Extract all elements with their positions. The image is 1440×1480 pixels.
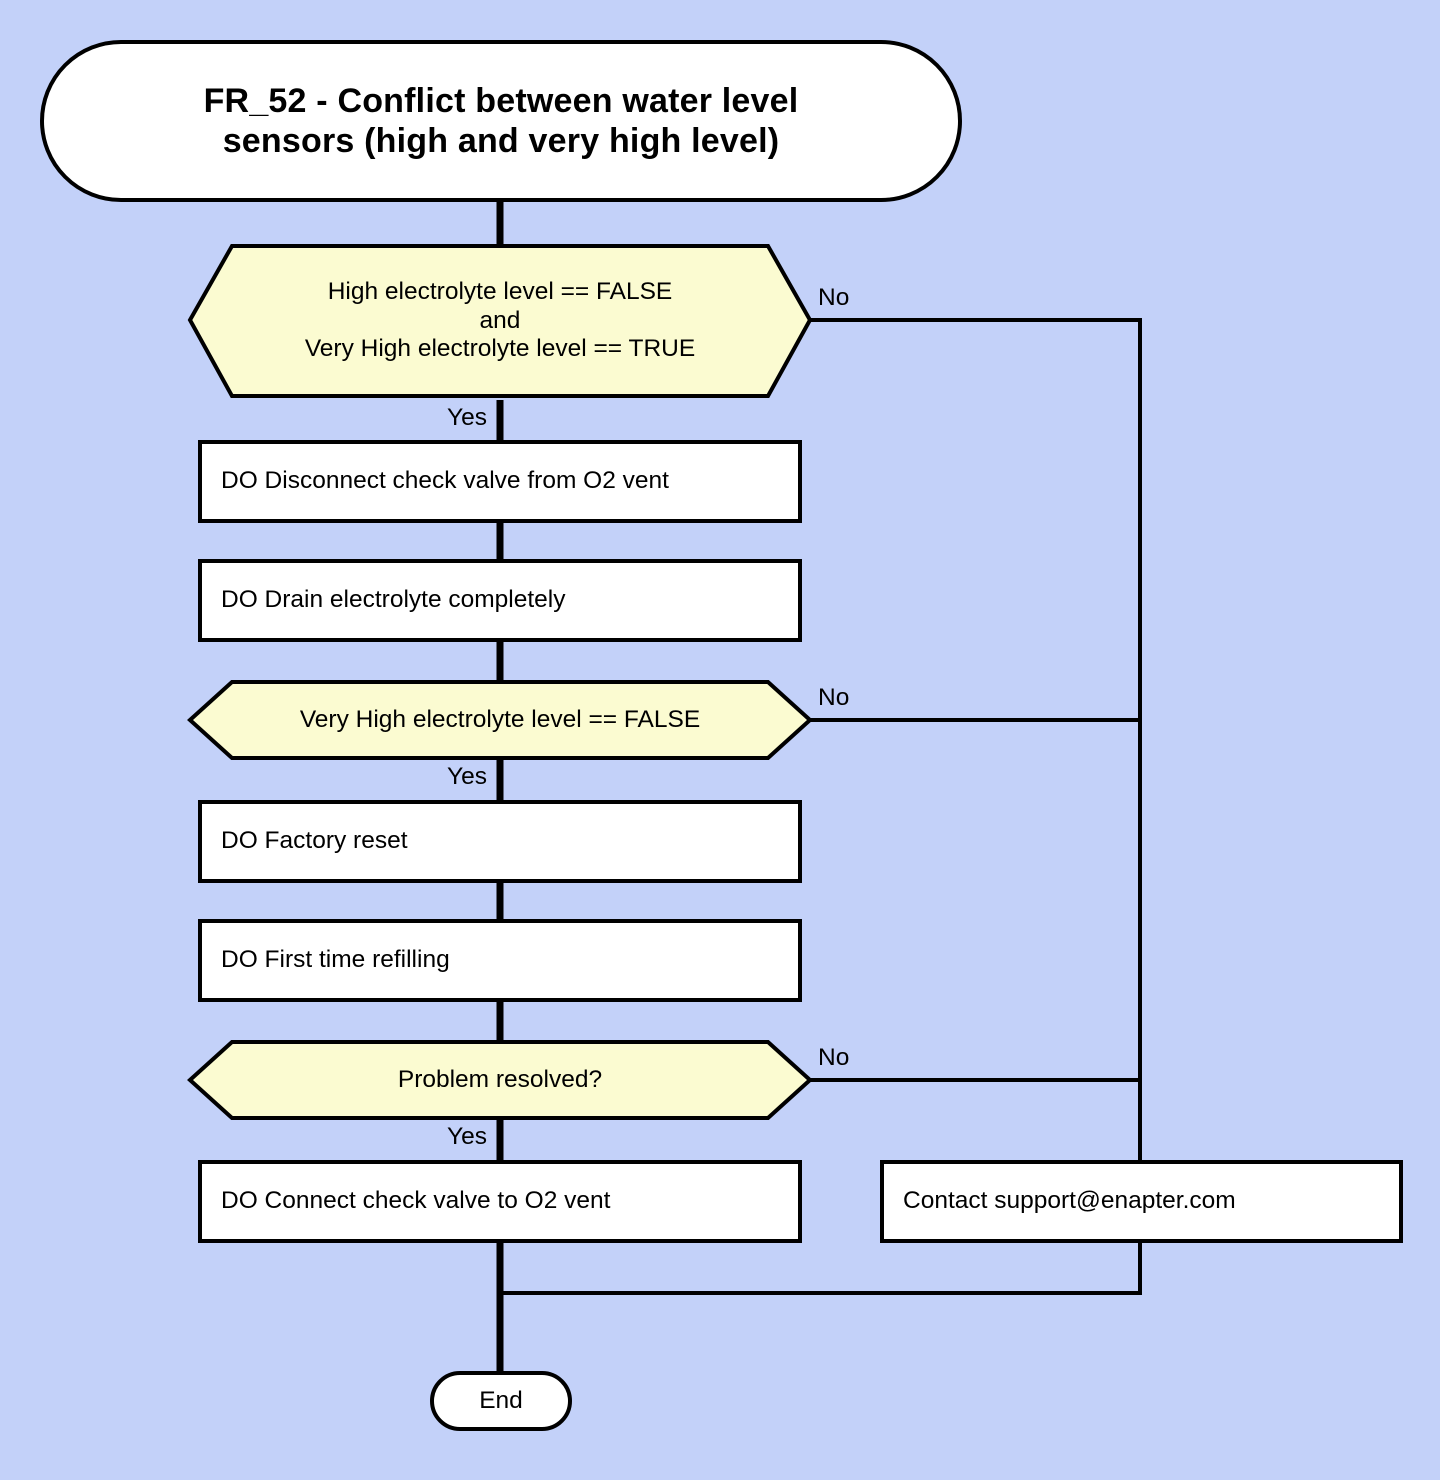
edge-decision3-no [808,1078,1142,1162]
edge-support-to-merge [500,1241,1142,1295]
decision3-shape [187,1040,813,1120]
title-node-shape [40,40,962,202]
process1-shape [198,440,802,523]
process4-shape [198,919,802,1002]
decision2-shape [187,680,813,760]
process2-shape [198,559,802,642]
support-node-shape [880,1160,1403,1243]
end-node-shape [430,1371,572,1431]
process3-shape [198,800,802,883]
process5-shape [198,1160,802,1243]
edge-decision1-no [808,318,1142,720]
decision1-shape [187,244,813,398]
connectors [496,198,1142,1376]
edge-decision2-no [808,718,1142,1080]
